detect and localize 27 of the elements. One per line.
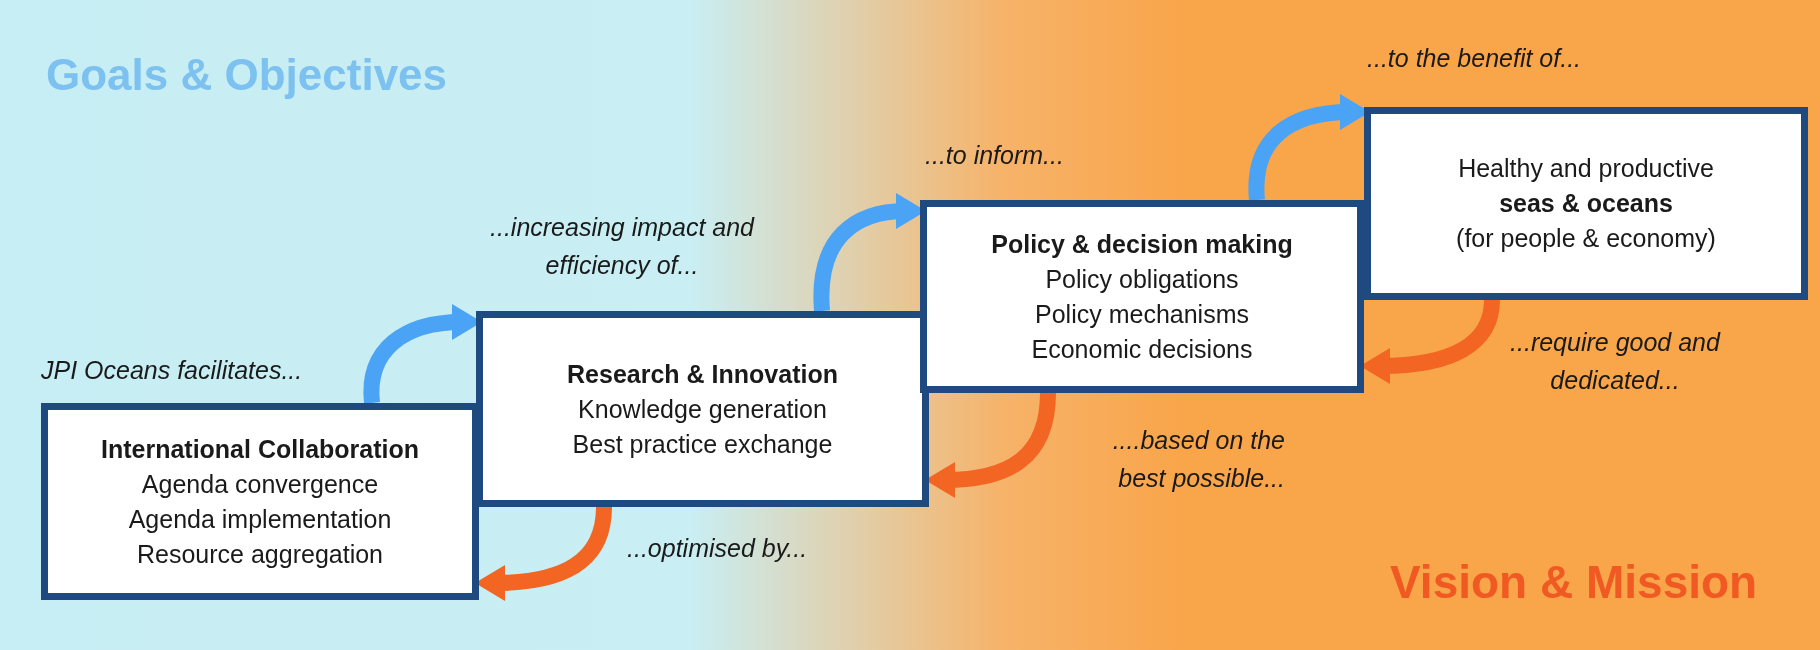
process-box	[476, 311, 929, 507]
annotation-text: ...increasing impact and efficiency of...	[489, 212, 756, 281]
box-text: Resource aggregation	[137, 538, 383, 570]
process-box	[41, 403, 479, 600]
annotation-text: ...to the benefit of...	[1367, 43, 1582, 74]
box-title: Research & Innovation	[567, 358, 838, 390]
box-text: Policy mechanisms	[1035, 298, 1249, 330]
annotation-text: ...require good and dedicated...	[1509, 327, 1722, 396]
box-text: Knowledge generation	[578, 393, 827, 425]
heading: Vision & Mission	[1390, 555, 1758, 610]
annotation-text: ...to inform...	[925, 140, 1064, 171]
box-title: Policy & decision making	[991, 228, 1293, 260]
box-title: International Collaboration	[100, 433, 420, 465]
annotation-text: ....based on the best possible...	[1111, 425, 1285, 494]
box-text: Agenda implementation	[128, 503, 392, 535]
box-text: Best practice exchange	[572, 428, 833, 460]
box-title: seas & oceans	[1499, 188, 1673, 219]
annotation-text: ...optimised by...	[627, 533, 808, 564]
box-text: Agenda convergence	[141, 468, 379, 500]
process-box	[1364, 107, 1808, 300]
box-text: Economic decisions	[1031, 333, 1253, 365]
heading: Goals & Objectives	[46, 49, 448, 101]
annotation-text: JPI Oceans facilitates...	[41, 355, 303, 386]
box-text: (for people & economy)	[1456, 223, 1716, 254]
box-text: Healthy and productive	[1458, 153, 1714, 184]
box-text: Policy obligations	[1045, 263, 1239, 295]
process-box	[920, 200, 1364, 393]
